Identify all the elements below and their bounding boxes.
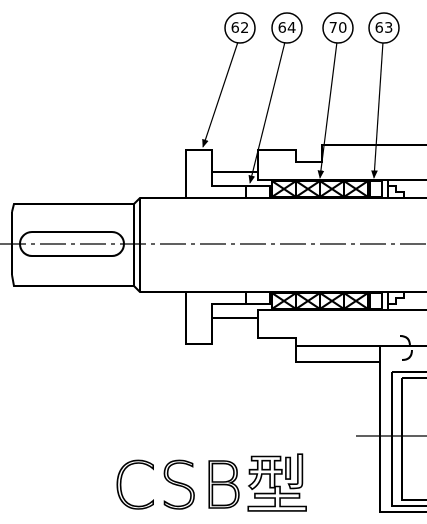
lower-housing — [295, 335, 427, 513]
callout-63-label: 63 — [374, 19, 393, 37]
upper-packing-rings — [271, 180, 383, 198]
shaft — [11, 197, 427, 293]
callout-62: 62 — [224, 12, 256, 44]
model-title: CSB型 — [112, 450, 311, 524]
callout-70: 70 — [322, 12, 354, 44]
callout-64-label: 64 — [277, 19, 296, 37]
callout-64: 64 — [271, 12, 303, 44]
callout-62-label: 62 — [230, 19, 249, 37]
lower-packing-rings — [271, 292, 383, 310]
leader-lines — [202, 41, 384, 184]
callout-63: 63 — [368, 12, 400, 44]
callout-70-label: 70 — [328, 19, 347, 37]
